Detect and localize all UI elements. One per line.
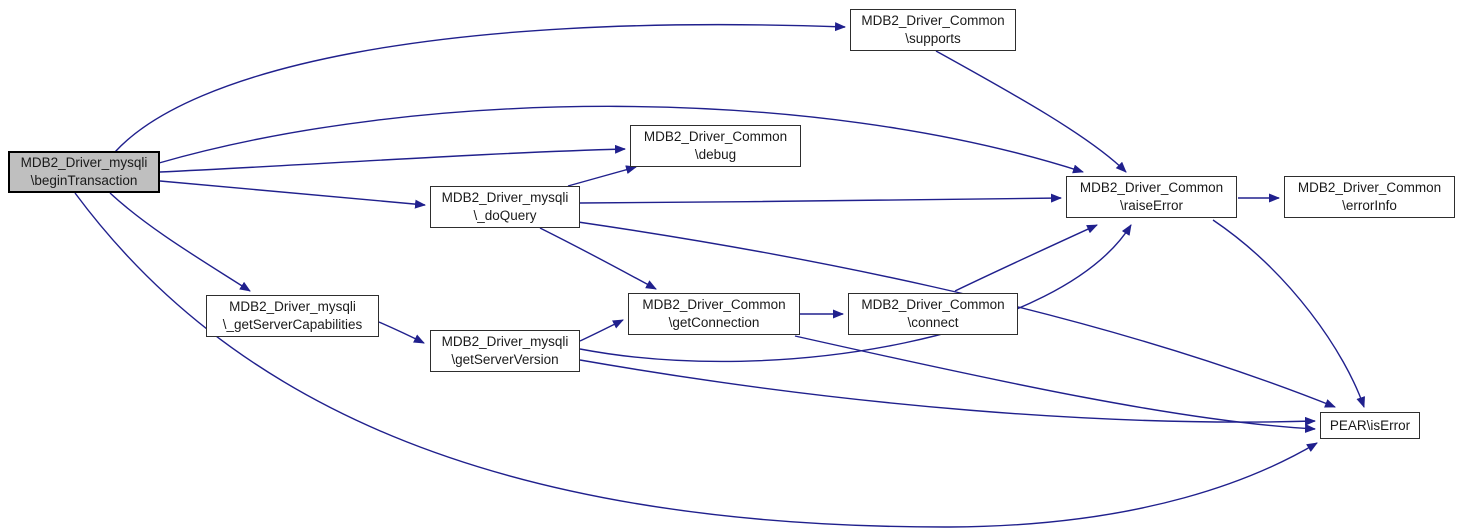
node-getServerCapabilities-label-line: MDB2_Driver_mysqli xyxy=(229,299,356,315)
edge-beginTransaction-to-getServerCapabilities xyxy=(109,192,251,292)
node-getConnection-label-line: MDB2_Driver_Common xyxy=(642,297,786,313)
node-errorInfo[interactable]: MDB2_Driver_Common \errorInfo xyxy=(1284,176,1455,218)
node-getServerCapabilities-label-line: \_getServerCapabilities xyxy=(222,317,363,332)
node-getServerVersion-label-line: \getServerVersion xyxy=(451,352,559,367)
edge-beginTransaction-to-doQuery xyxy=(159,180,426,209)
node-getServerCapabilities[interactable]: MDB2_Driver_mysqli \_getServerCapabilitie… xyxy=(206,295,379,337)
node-connect-label-line: MDB2_Driver_Common xyxy=(861,297,1005,313)
node-supports-label-line: MDB2_Driver_Common xyxy=(861,13,1005,29)
node-getConnection-label-line: \getConnection xyxy=(668,315,760,330)
edge-beginTransaction-to-isError xyxy=(74,192,1318,528)
node-connect[interactable]: MDB2_Driver_Common \connect xyxy=(848,293,1018,335)
node-debug[interactable]: MDB2_Driver_Common \debug xyxy=(630,125,801,167)
node-debug-label-line: MDB2_Driver_Common xyxy=(643,129,788,145)
edge-getServerVersion-to-raiseError xyxy=(579,224,1132,363)
edge-doQuery-to-getConnection xyxy=(539,227,657,290)
node-isError-label-line: PEAR\isError xyxy=(1329,417,1411,433)
edge-beginTransaction-to-supports xyxy=(114,22,846,153)
node-doQuery[interactable]: MDB2_Driver_mysqli \_doQuery xyxy=(430,186,580,228)
node-beginTransaction-label-line: \beginTransaction xyxy=(30,173,138,188)
node-isError[interactable]: PEAR\isError xyxy=(1320,412,1420,439)
edge-supports-to-raiseError xyxy=(935,50,1127,173)
node-doQuery-label-line: MDB2_Driver_mysqli xyxy=(441,190,569,206)
edge-getServerCapabilities-to-getServerVersion xyxy=(378,321,425,344)
edge-doQuery-to-debug xyxy=(567,165,637,187)
node-errorInfo-label-line: MDB2_Driver_Common xyxy=(1297,180,1442,196)
edge-getServerVersion-to-getConnection xyxy=(579,319,624,342)
node-connect-label-line: \connect xyxy=(907,315,959,330)
node-raiseError[interactable]: MDB2_Driver_Common \raiseError xyxy=(1066,176,1237,218)
node-raiseError-label-line: MDB2_Driver_Common xyxy=(1079,180,1224,196)
edge-getServerVersion-to-isError xyxy=(579,359,1316,426)
node-getConnection[interactable]: MDB2_Driver_Common \getConnection xyxy=(628,293,800,335)
node-getServerVersion-label-line: MDB2_Driver_mysqli xyxy=(441,334,569,350)
node-debug-label-line: \debug xyxy=(694,147,737,162)
edge-doQuery-to-raiseError xyxy=(579,193,1062,204)
edge-raiseError-to-isError xyxy=(1212,219,1365,408)
node-supports-label-line: \supports xyxy=(905,31,961,46)
node-doQuery-label-line: \_doQuery xyxy=(473,208,537,223)
edge-beginTransaction-to-debug xyxy=(159,144,626,173)
edges-group xyxy=(74,22,1365,528)
node-errorInfo-label-line: \errorInfo xyxy=(1342,198,1397,213)
edge-connect-to-raiseError xyxy=(954,224,1098,292)
node-raiseError-label-line: \raiseError xyxy=(1119,198,1183,213)
node-getServerVersion[interactable]: MDB2_Driver_mysqli \getServerVersion xyxy=(430,330,580,372)
node-beginTransaction-label-line: MDB2_Driver_mysqli xyxy=(20,155,148,171)
node-supports[interactable]: MDB2_Driver_Common \supports xyxy=(850,9,1016,51)
node-beginTransaction[interactable]: MDB2_Driver_mysqli \beginTransaction xyxy=(8,151,160,193)
edge-getConnection-to-isError xyxy=(794,335,1316,433)
edge-beginTransaction-to-raiseError xyxy=(158,105,1084,174)
edge-doQuery-to-isError xyxy=(577,221,1336,408)
